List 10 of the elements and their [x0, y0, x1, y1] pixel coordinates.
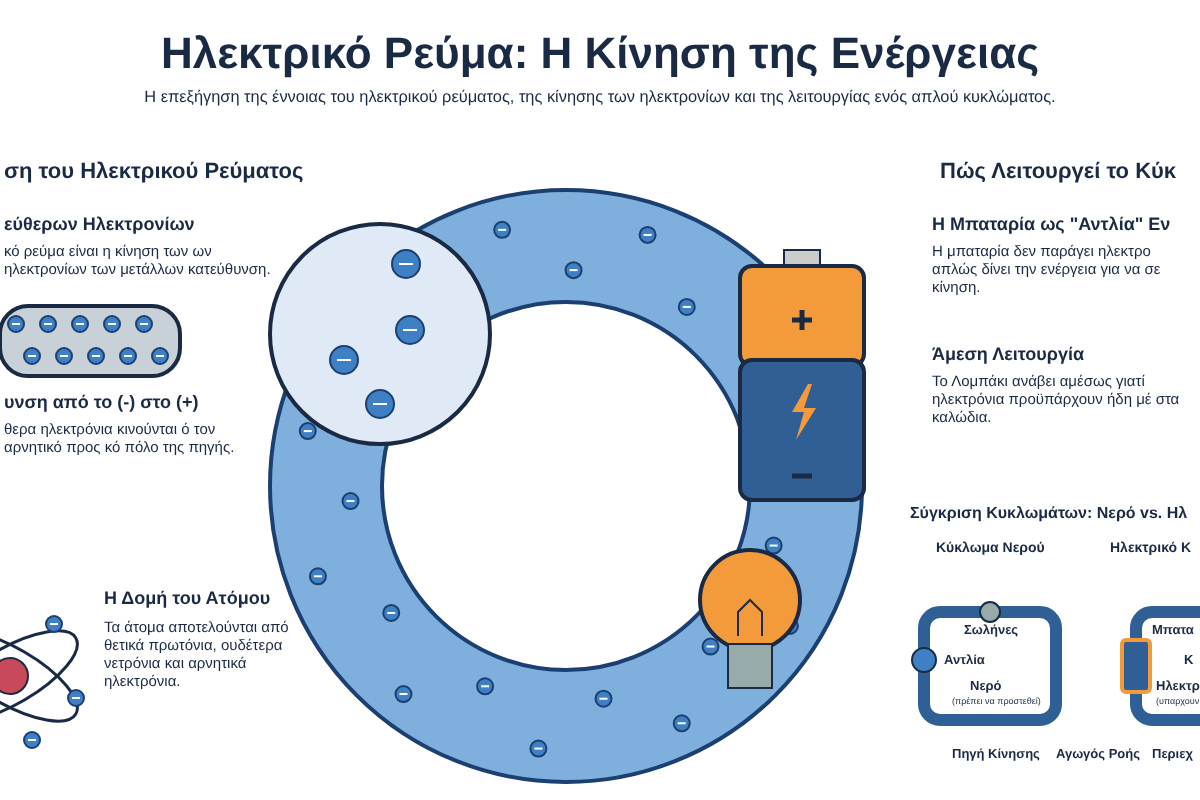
section-heading: Πώς Λειτουργεί το Κύκ	[940, 160, 1177, 187]
item-heading: υνση από το (-) στο (+)	[4, 392, 199, 414]
item-heading: Η Μπαταρία ως "Αντλία" Εν	[932, 214, 1171, 236]
subtitle: Η επεξήγηση της έννοιας του ηλεκτρικού ρεύματος, της κίνησης των ηλεκτρονίων και της λειτουργίας ενός απλού κυκλώματος.	[142, 88, 1058, 108]
comparison-heading: Σύγκριση Κυκλωμάτων: Νερό vs. Ηλ	[910, 504, 1188, 524]
item-heading: εύθερων Ηλεκτρονίων	[4, 214, 195, 236]
section-heading: ση του Ηλεκτρικού Ρεύματος	[4, 160, 304, 187]
page-title: Ηλεκτρικό Ρεύμα: Η Κίνηση της Ενέργειας	[158, 28, 1042, 81]
item-heading: Άμεση Λειτουργία	[932, 344, 1084, 366]
item-heading: Η Δομή του Ατόμου	[104, 588, 271, 610]
